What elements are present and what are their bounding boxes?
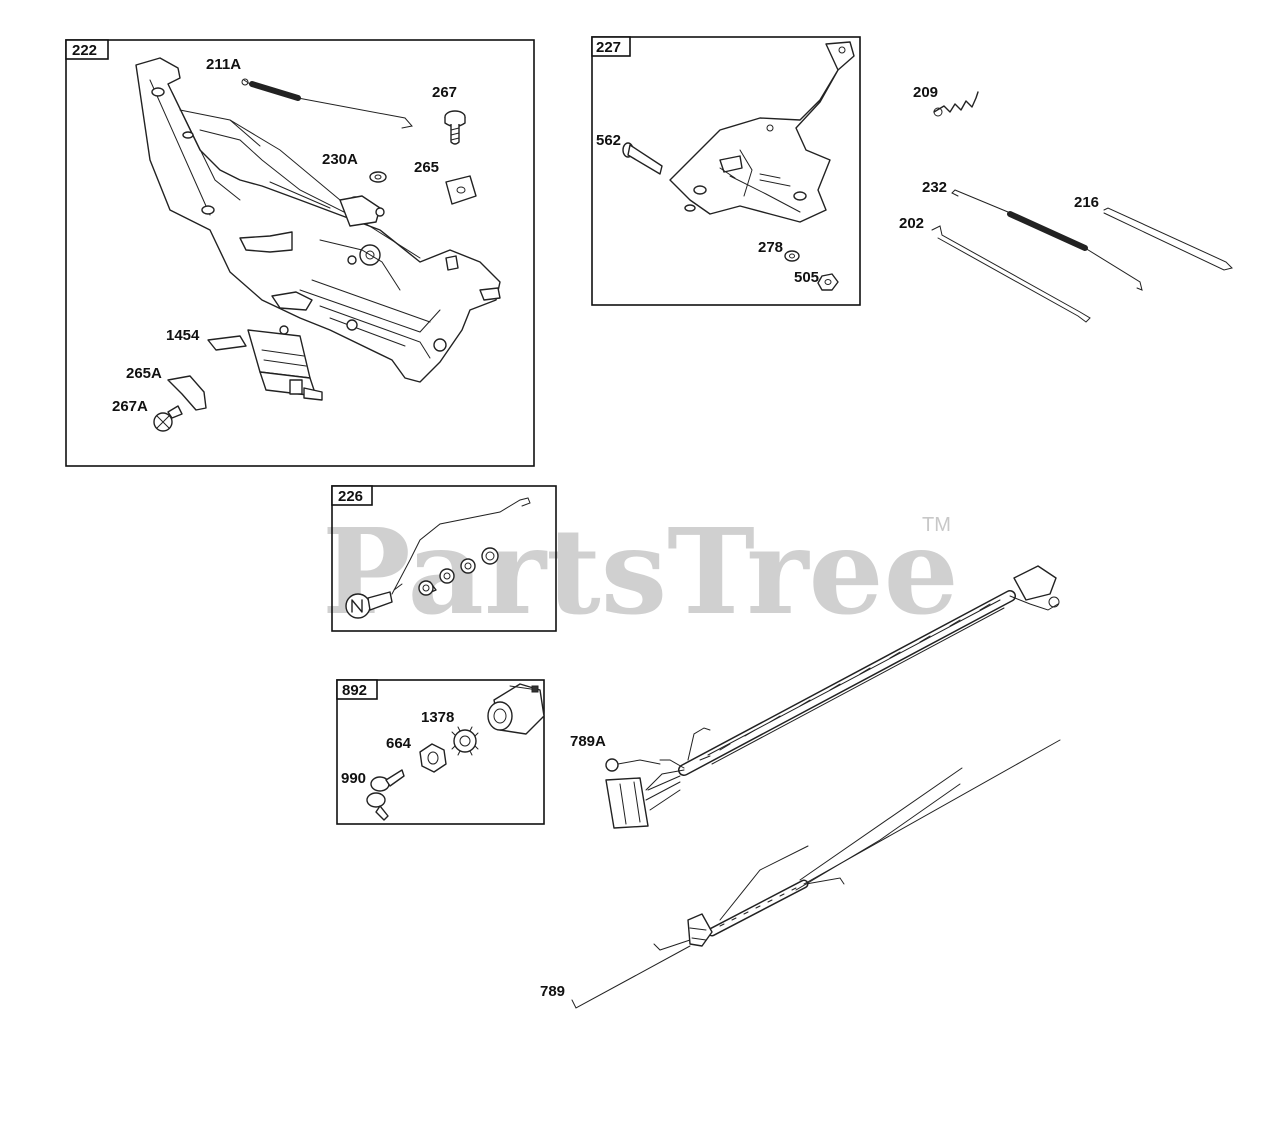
harness-789A-drawing — [605, 565, 1060, 829]
group-226-tag: 226 — [338, 488, 363, 505]
label-1454: 1454 — [166, 327, 200, 344]
lock-washer-drawing — [451, 726, 479, 756]
clip-265A-drawing — [167, 375, 207, 411]
label-216: 216 — [1074, 194, 1099, 211]
screw-267-drawing — [444, 110, 466, 145]
watermark-trademark: TM — [922, 514, 951, 536]
harness-789A[interactable]: 789A — [570, 565, 1060, 829]
screw-267A-drawing — [153, 405, 183, 432]
label-789A: 789A — [570, 733, 606, 750]
label-267: 267 — [432, 84, 457, 101]
label-1378: 1378 — [421, 709, 454, 726]
group-222-tag-box — [65, 39, 109, 60]
keys-990-drawing — [366, 769, 405, 821]
label-211A: 211A — [206, 56, 241, 73]
group-226-tag-box — [331, 485, 373, 506]
group-227[interactable]: 227 562 278 505 — [591, 36, 861, 306]
watermark-brand: PartsTree — [322, 502, 959, 641]
group-892-frame — [336, 679, 545, 825]
clip-265-drawing — [445, 175, 477, 205]
label-202: 202 — [899, 215, 924, 232]
harness-789-drawing — [571, 739, 1061, 1009]
label-562: 562 — [596, 132, 621, 149]
group-222-frame — [65, 39, 535, 467]
switch-1454-drawing — [207, 325, 323, 401]
group-222-tag: 222 — [72, 42, 97, 59]
label-505: 505 — [794, 269, 819, 286]
spring-232-drawing — [951, 189, 1143, 291]
nut-505-drawing — [817, 273, 839, 291]
lever-bracket-drawing — [669, 41, 855, 223]
label-209: 209 — [913, 84, 938, 101]
pin-562-drawing — [622, 142, 663, 175]
nut-664-drawing — [419, 743, 447, 773]
label-232: 232 — [922, 179, 947, 196]
group-227-tag-box — [591, 36, 631, 57]
group-226-frame — [331, 485, 557, 632]
rod-202-drawing — [931, 225, 1091, 323]
group-892-tag-box — [336, 679, 378, 700]
group-222[interactable]: 222 — [65, 39, 535, 467]
spring-209-drawing — [933, 91, 979, 117]
washer-230A-drawing — [369, 171, 387, 183]
label-789: 789 — [540, 983, 565, 1000]
spring-211A-drawing — [241, 78, 413, 129]
washer-278-drawing — [784, 250, 800, 262]
group-227-tag: 227 — [596, 39, 621, 56]
group-892[interactable]: 892 1378 664 990 — [336, 679, 545, 825]
rod-216-drawing — [1103, 207, 1233, 271]
loose-springs-and-rods[interactable]: 209 232 216 202 — [899, 84, 1233, 323]
label-664: 664 — [386, 735, 412, 752]
label-990: 990 — [341, 770, 366, 787]
ignition-switch-drawing — [487, 683, 545, 735]
group-892-tag: 892 — [342, 682, 367, 699]
label-230A: 230A — [322, 151, 358, 168]
label-265A: 265A — [126, 365, 162, 382]
group-226[interactable]: 226 — [331, 485, 557, 632]
label-278: 278 — [758, 239, 783, 256]
control-bracket-drawing — [135, 57, 501, 383]
group-227-frame — [591, 36, 861, 306]
label-265: 265 — [414, 159, 439, 176]
watermark: PartsTree TM — [322, 502, 959, 641]
label-267A: 267A — [112, 398, 148, 415]
harness-789[interactable]: 789 — [540, 739, 1061, 1009]
choke-cable-drawing — [345, 497, 531, 619]
